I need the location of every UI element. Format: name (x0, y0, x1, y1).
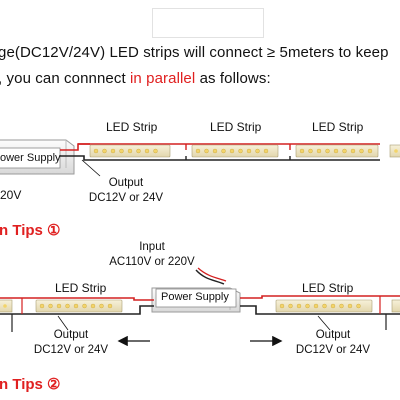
led-chip (308, 148, 313, 154)
led-chip (330, 303, 336, 309)
installation-tip-1: n Tips ① (0, 222, 61, 239)
led-chip (102, 148, 107, 154)
led-chip (367, 148, 373, 154)
diagram-2 (0, 267, 400, 347)
led-chip (288, 303, 293, 309)
led-chip (316, 148, 322, 154)
led-chip (212, 148, 218, 154)
strip-label-1a: LED Strip (106, 120, 158, 134)
psu-2-label: Power Supply (161, 291, 229, 303)
output-label-1-voltage: DC12V or 24V (88, 192, 164, 204)
led-chip (279, 303, 285, 309)
led-strip-2-right-partial (391, 299, 400, 313)
output-label-1: Output DC12V or 24V (84, 176, 168, 206)
diagram-1 (0, 139, 400, 177)
led-strip-1b (191, 144, 279, 158)
output-wires-1 (60, 143, 380, 161)
led-chip (333, 148, 339, 154)
led-chip (339, 303, 344, 309)
led-chip (107, 303, 113, 309)
led-strip-2-left-partial (0, 299, 13, 313)
led-chip (204, 148, 209, 154)
input-label: Input AC110V or 220V (102, 240, 202, 270)
led-chip (127, 148, 133, 154)
led-chip (93, 148, 99, 154)
led-chip (82, 303, 87, 309)
led-chip (246, 148, 252, 154)
output-label-2-left-title: Output (53, 329, 89, 341)
led-chip (342, 148, 347, 154)
strip-label-1c: LED Strip (312, 120, 364, 134)
led-chip (136, 148, 141, 154)
intro-line-2-start: , you can connnect (0, 70, 130, 87)
strip-label-2b: LED Strip (302, 281, 354, 295)
output-label-2-right-title: Output (315, 329, 351, 341)
led-strip-1c (295, 144, 379, 158)
led-strip-1d (389, 144, 400, 158)
output-label-1-title: Output (108, 177, 144, 189)
input-label-voltage: AC110V or 220V (109, 256, 195, 268)
led-chip (347, 303, 353, 309)
input-label-title: Input (139, 241, 165, 253)
led-chip (73, 303, 79, 309)
intro-line-1: ge(DC12V/24V) LED strips will connect ≥ … (0, 44, 389, 61)
power-supply-box-1 (0, 139, 75, 175)
led-strip-1a (89, 144, 171, 158)
power-supply-box-2 (151, 287, 241, 313)
led-chip (350, 148, 356, 154)
output-right-pointer (317, 315, 331, 331)
led-chip (229, 148, 235, 154)
led-chip (255, 148, 260, 154)
output-label-2-right: Output DC12V or 24V (290, 328, 376, 358)
led-chip (296, 303, 302, 309)
input-cable (195, 269, 225, 285)
led-chip (313, 303, 319, 309)
strip-label-1b: LED Strip (210, 120, 262, 134)
strip-label-2a: LED Strip (55, 281, 107, 295)
output-wires-2 (0, 295, 400, 332)
led-chip (99, 303, 104, 309)
led-strip-2a (35, 299, 123, 313)
led-chip (221, 148, 226, 154)
led-chip (65, 303, 70, 309)
intro-line-2-end: as follows: (195, 70, 271, 87)
led-chip (305, 303, 310, 309)
led-chip (195, 148, 201, 154)
led-chip (325, 148, 330, 154)
led-chip (322, 303, 327, 309)
output-label-2-left: Output DC12V or 24V (28, 328, 114, 358)
led-chip (299, 148, 305, 154)
output-label-2-right-voltage: DC12V or 24V (295, 344, 371, 356)
led-chip (39, 303, 45, 309)
led-chip (90, 303, 96, 309)
output-label-2-left-voltage: DC12V or 24V (33, 344, 109, 356)
led-chip (110, 148, 116, 154)
led-chip (119, 148, 124, 154)
led-chip (356, 303, 361, 309)
output-pointer-line (81, 159, 101, 177)
led-chip (48, 303, 53, 309)
psu-1-voltage: 20V (0, 188, 22, 202)
led-chip (359, 148, 364, 154)
header-image-frame (152, 8, 264, 38)
intro-line-2: , you can connnect in parallel as follow… (0, 70, 271, 87)
installation-tip-2: n Tips ② (0, 376, 61, 393)
led-chip (263, 148, 269, 154)
led-chip (144, 148, 150, 154)
output-left-pointer (57, 315, 69, 331)
psu-1-label: ower Supply (0, 152, 61, 164)
led-chip (153, 148, 158, 154)
led-chip (56, 303, 62, 309)
led-chip (238, 148, 243, 154)
in-parallel-highlight: in parallel (130, 70, 196, 87)
led-strip-2b (275, 299, 373, 313)
